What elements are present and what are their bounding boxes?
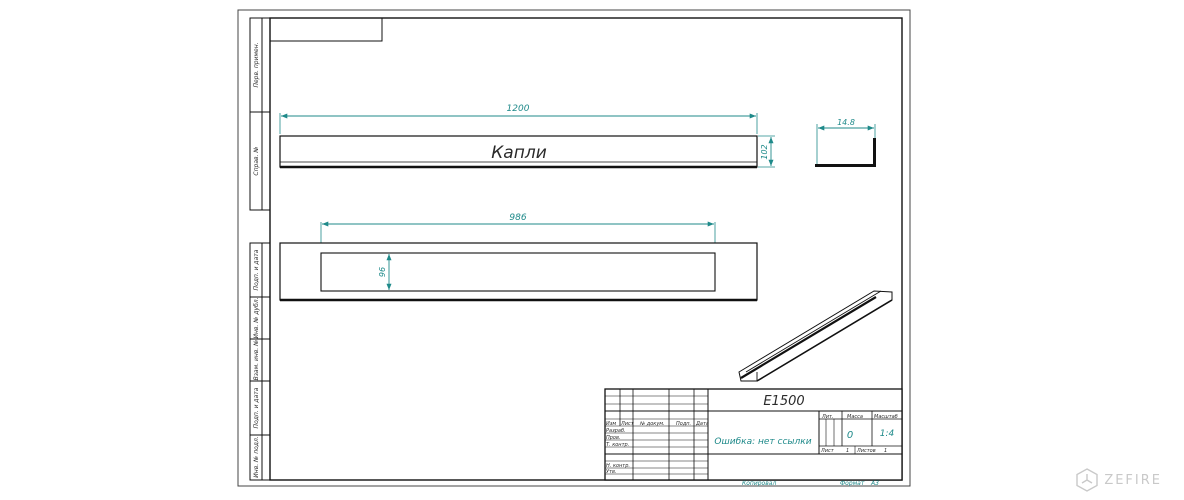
role-6: Утв. [606, 469, 617, 475]
sheet-value: 1 [846, 448, 849, 454]
side-label-5: Взам. инв. № [253, 340, 260, 381]
title-block [604, 388, 903, 481]
dim-14-8: 14.8 [837, 118, 855, 127]
col-header-sign: Подп. [676, 421, 691, 427]
scale-value: 1:4 [880, 429, 895, 439]
front-view: 1200 Капли 102 [279, 104, 775, 169]
mass-value: 0 [847, 430, 853, 441]
role-5: Н. контр. [606, 463, 630, 469]
col-header-izm: Изм [606, 421, 616, 427]
format-value: A3 [870, 480, 879, 487]
role-3: Т. контр. [606, 442, 629, 448]
format-label: Формат [840, 480, 865, 487]
side-label-3: Подп. и дата [253, 249, 260, 290]
designation: E1500 [763, 394, 804, 409]
side-label-1: Перв. примен. [253, 42, 260, 87]
side-view: 14.8 [815, 118, 876, 167]
brand-watermark: ZEFIRE [1076, 468, 1162, 492]
scale-label: Масштаб [874, 414, 898, 420]
dim-102: 102 [760, 144, 769, 159]
col-header-list: Лист [620, 421, 635, 427]
col-header-doc: № докум. [639, 421, 665, 427]
top-view: 986 96 [279, 213, 758, 302]
sheets-label: Листов [856, 448, 876, 454]
sheet-label: Лист [820, 448, 835, 454]
dim-1200: 1200 [507, 104, 530, 114]
isometric-view [738, 290, 893, 382]
side-label-2: Справ. № [253, 146, 260, 175]
brand-name: ZEFIRE [1104, 472, 1162, 488]
role-2: Пров. [606, 435, 621, 441]
title-block-text: E1500 Ошибка: нет ссылки Изм Лист № доку… [606, 394, 898, 487]
side-label-6: Подп. и дата [253, 387, 260, 428]
sheets-value: 1 [884, 448, 887, 454]
copied-label: Копировал [742, 480, 776, 487]
col-header-date: Дата [695, 421, 709, 427]
drawing-name: Ошибка: нет ссылки [714, 437, 811, 447]
lit-label: Лит. [821, 414, 834, 420]
mass-label: Масса [847, 414, 863, 420]
slot-outline [320, 252, 716, 292]
side-strip [249, 17, 271, 481]
zefire-logo-icon [1076, 468, 1099, 492]
side-label-7: Инв. № подл. [253, 436, 260, 477]
part-label: Капли [491, 143, 547, 163]
dim-986: 986 [509, 213, 526, 223]
role-1: Разраб. [606, 428, 626, 434]
side-labels: Перв. примен. Справ. № Подп. и дата Инв.… [253, 42, 260, 477]
side-label-4: Инв. № дубл. [253, 297, 260, 338]
dim-96: 96 [378, 267, 387, 277]
